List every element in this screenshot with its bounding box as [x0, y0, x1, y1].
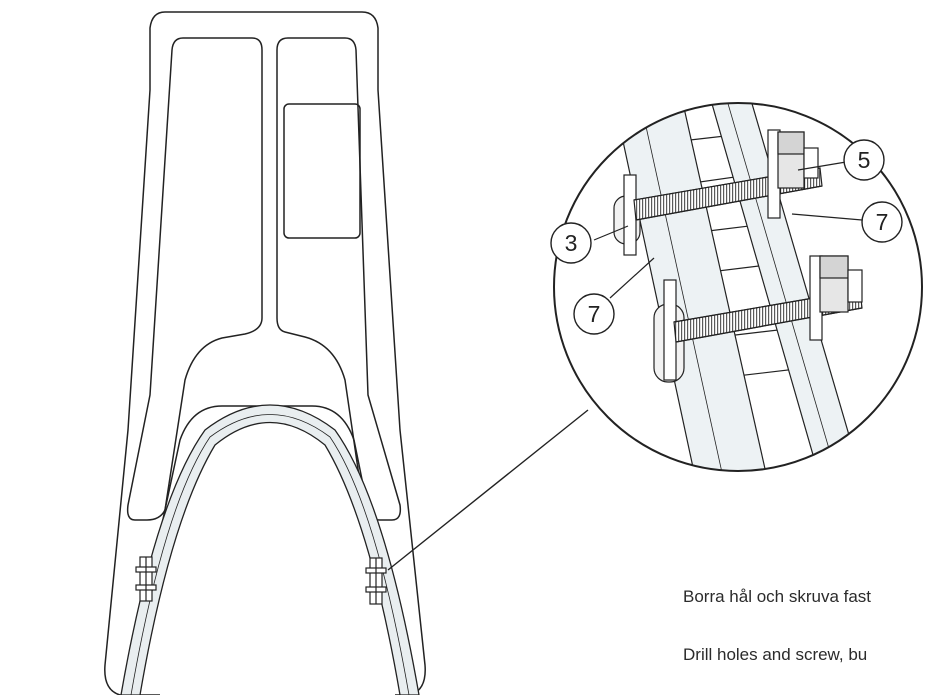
callout-left-upper: 3 — [550, 222, 629, 264]
callout-right-lower-bubble — [861, 201, 903, 243]
right-bracket — [365, 557, 387, 605]
callout-left-lower: 7 — [573, 257, 655, 335]
callout-right-upper-number: 5 — [858, 147, 871, 173]
callout-left-upper-bubble — [550, 222, 592, 264]
callout-left-lower-bubble — [573, 293, 615, 335]
left-bracket — [135, 556, 157, 602]
detail-lower-bolt — [653, 255, 863, 383]
callout-left-upper-number: 3 — [565, 230, 578, 256]
detail-leader-line — [387, 409, 589, 571]
frame-window — [283, 103, 361, 239]
callout-left-lower-number: 7 — [588, 301, 601, 327]
callout-right-upper-bubble — [843, 139, 885, 181]
callout-right-lower: 7 — [791, 201, 903, 243]
hoop-bar — [120, 404, 420, 695]
caption-swedish: Borra hål och skruva fast — [683, 587, 872, 606]
detail-upper-bolt — [613, 129, 823, 256]
frame-left-cutout — [126, 37, 263, 521]
detail-view — [553, 102, 923, 472]
caption-english: Drill holes and screw, bu — [683, 645, 868, 664]
callout-right-lower-number: 7 — [876, 209, 889, 235]
hoop-inner-line — [130, 414, 410, 695]
upper-washer-left — [623, 174, 637, 256]
detail-circle-border — [553, 102, 923, 472]
hoop — [120, 404, 420, 695]
callout-right-upper: 5 — [797, 139, 885, 181]
